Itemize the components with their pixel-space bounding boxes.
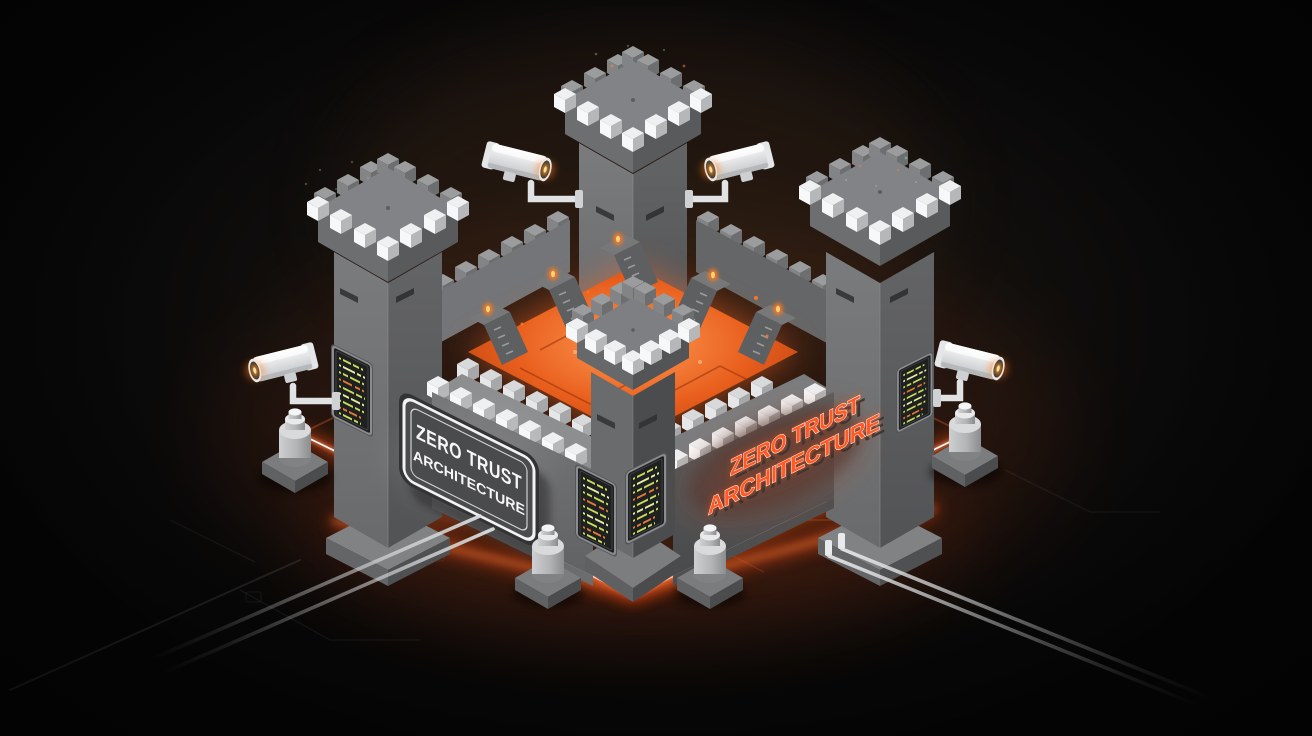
castle-scene: ZERO TRUST ARCHITECTURE ZERO TRUST ARCHI…	[9, 30, 1215, 708]
